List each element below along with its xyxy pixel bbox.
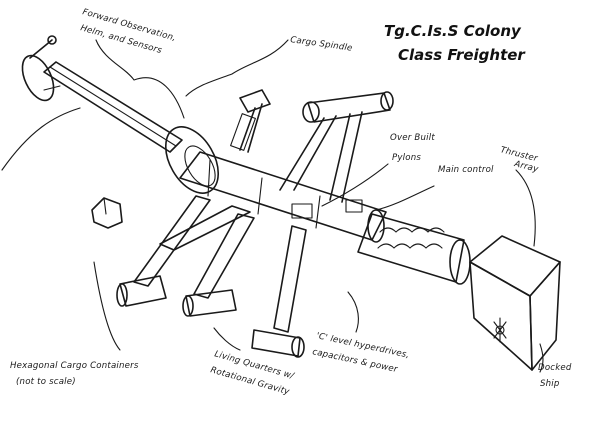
ship-drawing	[1, 35, 561, 371]
forward-boom	[43, 61, 183, 153]
living-quarter-pods	[116, 275, 305, 358]
label-over-built-pylons-2: Pylons	[392, 153, 421, 163]
title-line-1: Tg.C.Is.S Colony	[384, 22, 522, 40]
thruster-array	[469, 235, 561, 371]
label-docked-ship-1: Docked	[538, 363, 572, 373]
callout-leaders	[93, 39, 544, 373]
label-hexagonal-cargo-1: Hexagonal Cargo Containers	[10, 361, 139, 371]
label-hexagonal-cargo-2: (not to scale)	[16, 377, 76, 387]
sketch-line-left	[1, 107, 81, 171]
label-cargo-spindle: Cargo Spindle	[290, 35, 354, 54]
label-main-control: Main control	[438, 165, 494, 175]
lower-struts	[133, 195, 307, 333]
hexagonal-cargo-container	[91, 197, 123, 229]
hyperdrive-section	[357, 213, 471, 285]
upper-pylons	[279, 91, 394, 203]
main-hull	[179, 151, 387, 243]
label-docked-ship-2: Ship	[540, 379, 560, 389]
title-line-2: Class Freighter	[398, 46, 526, 64]
cargo-spindle	[230, 89, 271, 153]
sensor-dish	[21, 35, 61, 102]
label-over-built-pylons-1: Over Built	[390, 133, 435, 143]
